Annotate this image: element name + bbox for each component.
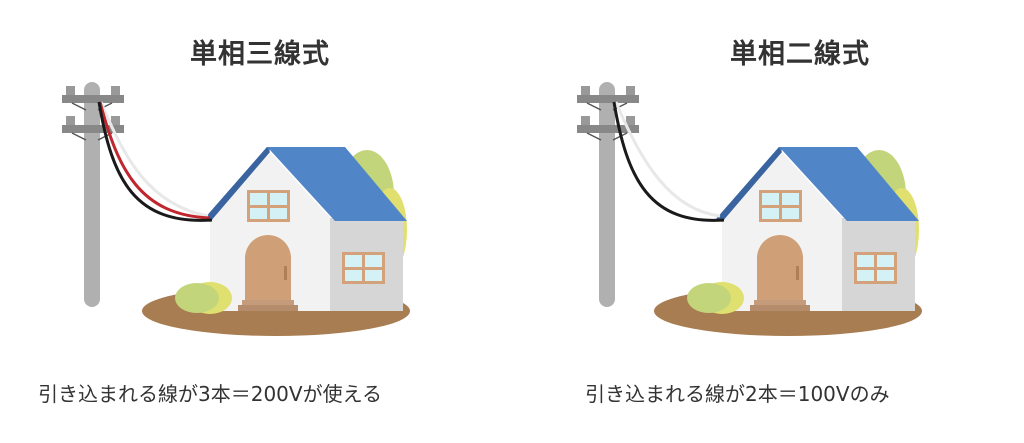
white-wire	[99, 101, 209, 218]
red-wire	[98, 101, 211, 220]
utility-pole-icon	[599, 82, 615, 307]
house-illustration	[577, 82, 922, 336]
diagram-title: 単相二線式	[730, 39, 870, 70]
black-wire	[612, 101, 725, 222]
diagram-title: 単相三線式	[190, 39, 330, 70]
diagram-caption: 引き込まれる線が3本＝200Vが使える	[38, 382, 382, 406]
crossarm	[577, 125, 639, 133]
white-wire	[614, 101, 721, 218]
steps-icon	[242, 300, 294, 305]
steps-icon	[754, 300, 806, 305]
utility-pole-icon	[84, 82, 100, 307]
crossarm	[577, 95, 639, 103]
black-wire	[97, 101, 213, 222]
door-icon	[245, 235, 291, 300]
door-icon	[757, 235, 803, 300]
diagram-caption: 引き込まれる線が2本＝100Vのみ	[585, 382, 890, 406]
crossarm	[62, 125, 124, 133]
house-front-wall	[210, 152, 330, 311]
house-illustration	[62, 82, 410, 336]
diagram-single-phase-three-wire: 単相三線式	[38, 39, 410, 406]
diagram-single-phase-two-wire: 単相二線式	[512, 0, 1024, 443]
house-front-wall	[722, 152, 842, 311]
crossarm	[62, 95, 124, 103]
